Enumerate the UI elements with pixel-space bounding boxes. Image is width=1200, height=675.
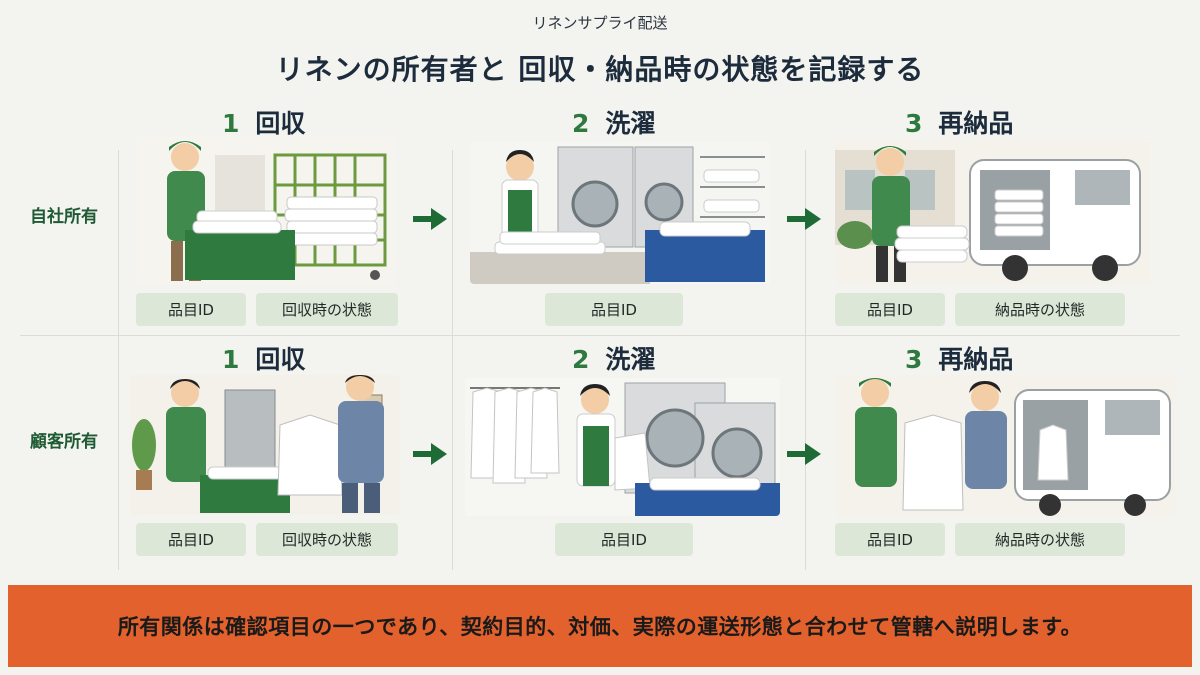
illustration-collect-own — [135, 135, 395, 285]
step-head-wash: 2 洗濯 — [572, 104, 655, 140]
step-name: 再納品 — [938, 345, 1014, 374]
illustration-wash-own — [470, 142, 770, 284]
arrow-right-icon — [413, 208, 447, 230]
row-divider — [20, 335, 1180, 336]
step-head-collect: 1 回収 — [222, 340, 305, 376]
illustration-wash-customer — [465, 378, 780, 516]
tag-item-id: 品目ID — [136, 523, 246, 556]
step-head-redeliver: 3 再納品 — [905, 340, 1013, 376]
divider — [452, 150, 453, 570]
step-head-collect: 1 回収 — [222, 104, 305, 140]
step-number: 3 — [905, 345, 923, 374]
divider — [805, 150, 806, 570]
illustration-collect-customer — [130, 375, 400, 515]
footer-text: 所有関係は確認項目の一つであり、契約目的、対価、実際の運送形態と合わせて管轄へ説… — [117, 615, 1083, 639]
tag-item-id: 品目ID — [835, 293, 945, 326]
tag-item-id: 品目ID — [835, 523, 945, 556]
step-name: 洗濯 — [605, 345, 656, 374]
step-number: 1 — [222, 345, 240, 374]
step-name: 再納品 — [938, 109, 1014, 138]
arrow-right-icon — [413, 443, 447, 465]
illustration-redeliver-customer — [835, 375, 1175, 517]
footer-note: 所有関係は確認項目の一つであり、契約目的、対価、実際の運送形態と合わせて管轄へ説… — [8, 585, 1192, 667]
diagram-subtitle: リネンサプライ配送 — [532, 14, 668, 32]
tag-delivery-condition: 納品時の状態 — [955, 523, 1125, 556]
tag-collection-condition: 回収時の状態 — [256, 523, 398, 556]
step-head-wash: 2 洗濯 — [572, 340, 655, 376]
step-head-redeliver: 3 再納品 — [905, 104, 1013, 140]
tag-collection-condition: 回収時の状態 — [256, 293, 398, 326]
arrow-right-icon — [787, 208, 821, 230]
row-label-own: 自社所有 — [30, 207, 98, 227]
tag-item-id: 品目ID — [555, 523, 693, 556]
tag-delivery-condition: 納品時の状態 — [955, 293, 1125, 326]
tag-item-id: 品目ID — [136, 293, 246, 326]
arrow-right-icon — [787, 443, 821, 465]
step-number: 2 — [572, 109, 590, 138]
step-number: 2 — [572, 345, 590, 374]
step-name: 回収 — [255, 109, 306, 138]
diagram-title: リネンの所有者と 回収・納品時の状態を記録する — [275, 53, 925, 86]
illustration-redeliver-own — [835, 140, 1150, 285]
step-number: 1 — [222, 109, 240, 138]
tag-item-id: 品目ID — [545, 293, 683, 326]
divider — [118, 150, 119, 570]
step-name: 洗濯 — [605, 109, 656, 138]
step-number: 3 — [905, 109, 923, 138]
step-name: 回収 — [255, 345, 306, 374]
row-label-customer: 顧客所有 — [30, 432, 98, 452]
